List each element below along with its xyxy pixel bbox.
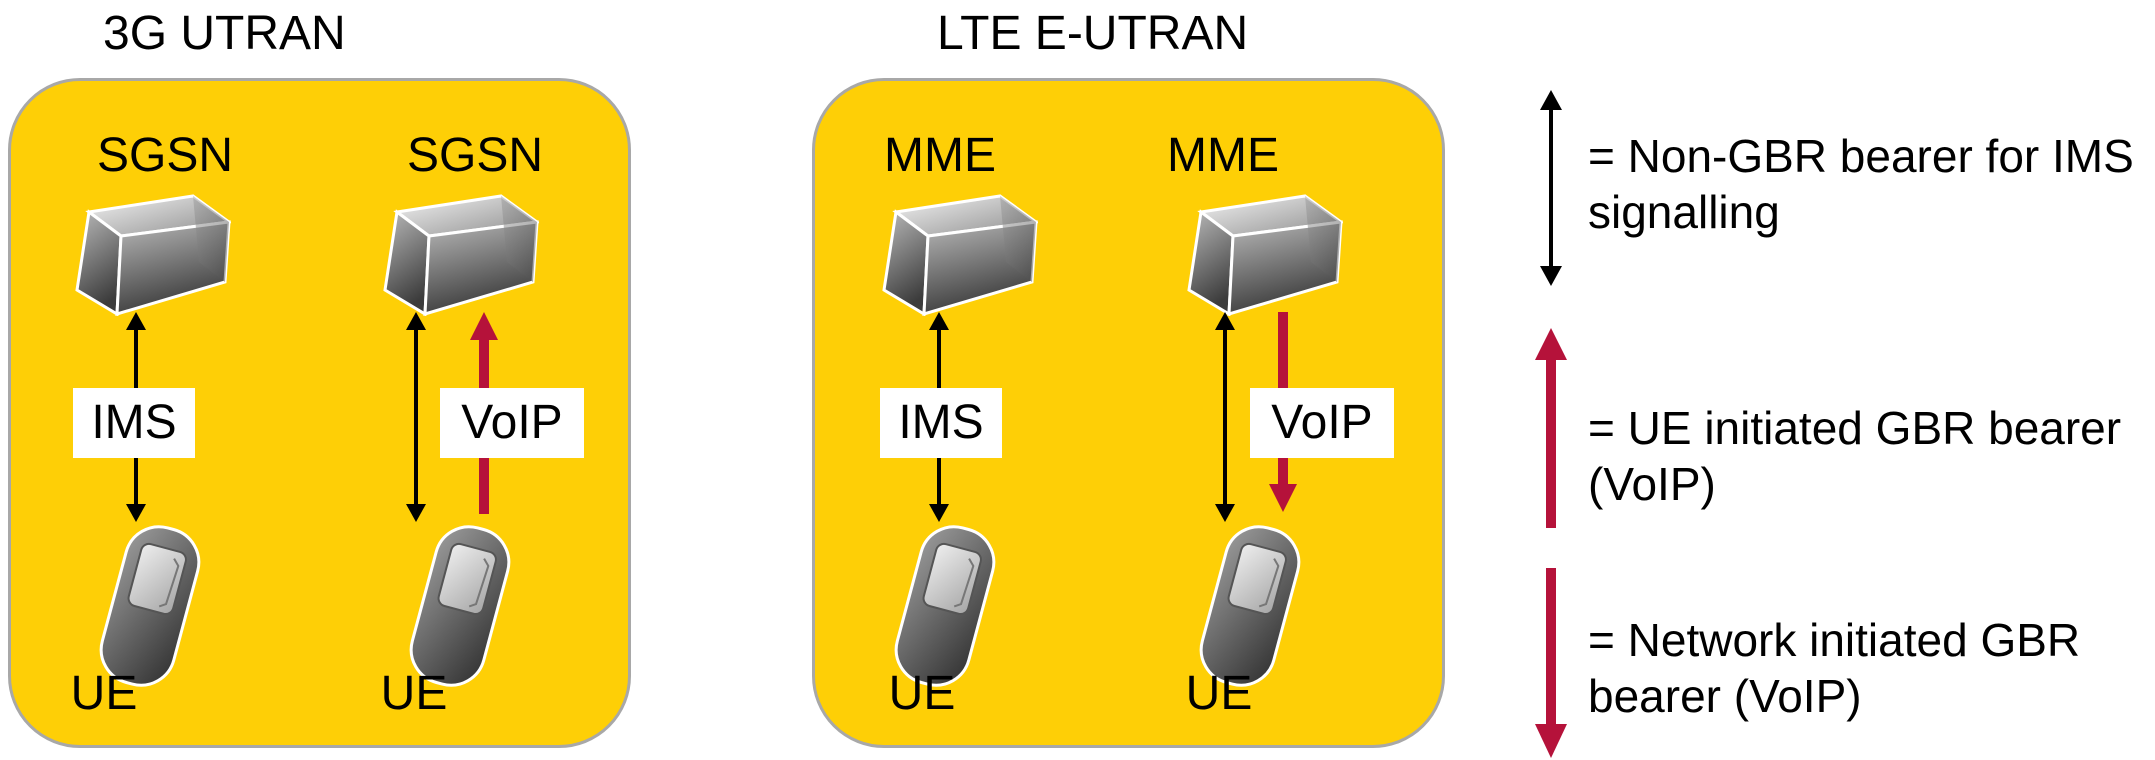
mobile-phone-icon	[894, 525, 996, 687]
panel-title-lte: LTE E-UTRAN	[937, 7, 1249, 60]
core-network-node-icon	[1187, 194, 1343, 316]
ue-label: UE	[888, 667, 956, 720]
legend-ue-initiated-gbr-arrow	[1535, 328, 1567, 528]
mobile-phone-icon	[99, 525, 201, 687]
legend-network-initiated-gbr-text: = Network initiated GBR bearer (VoIP)	[1588, 614, 2081, 722]
core-network-node-icon	[882, 194, 1038, 316]
bearer-tag: VoIP	[1250, 388, 1394, 458]
core-network-node-icon	[383, 194, 539, 316]
legend-non-gbr-arrow	[1540, 90, 1562, 286]
ue-label: UE	[70, 667, 138, 720]
ue-label: UE	[380, 667, 448, 720]
core-node-label: SGSN	[406, 129, 544, 182]
legend-network-initiated-gbr-arrow	[1535, 568, 1567, 758]
core-node-label: MME	[1167, 129, 1279, 182]
ue-label: UE	[1185, 667, 1253, 720]
bearer-tag: VoIP	[440, 388, 584, 458]
non-gbr-bearer-arrow	[1215, 312, 1235, 522]
core-network-node-icon	[75, 194, 231, 316]
core-node-label: MME	[884, 129, 996, 182]
mobile-phone-icon	[1199, 525, 1301, 687]
bearer-tag: IMS	[73, 388, 195, 458]
legend-non-gbr-text: = Non-GBR bearer for IMS signalling	[1588, 130, 2134, 238]
non-gbr-bearer-arrow	[406, 312, 426, 522]
panel-title-3g: 3G UTRAN	[103, 7, 346, 60]
bearer-tag: IMS	[880, 388, 1002, 458]
core-node-label: SGSN	[96, 129, 234, 182]
legend-ue-initiated-gbr-text: = UE initiated GBR bearer (VoIP)	[1588, 402, 2122, 510]
mobile-phone-icon	[409, 525, 511, 687]
